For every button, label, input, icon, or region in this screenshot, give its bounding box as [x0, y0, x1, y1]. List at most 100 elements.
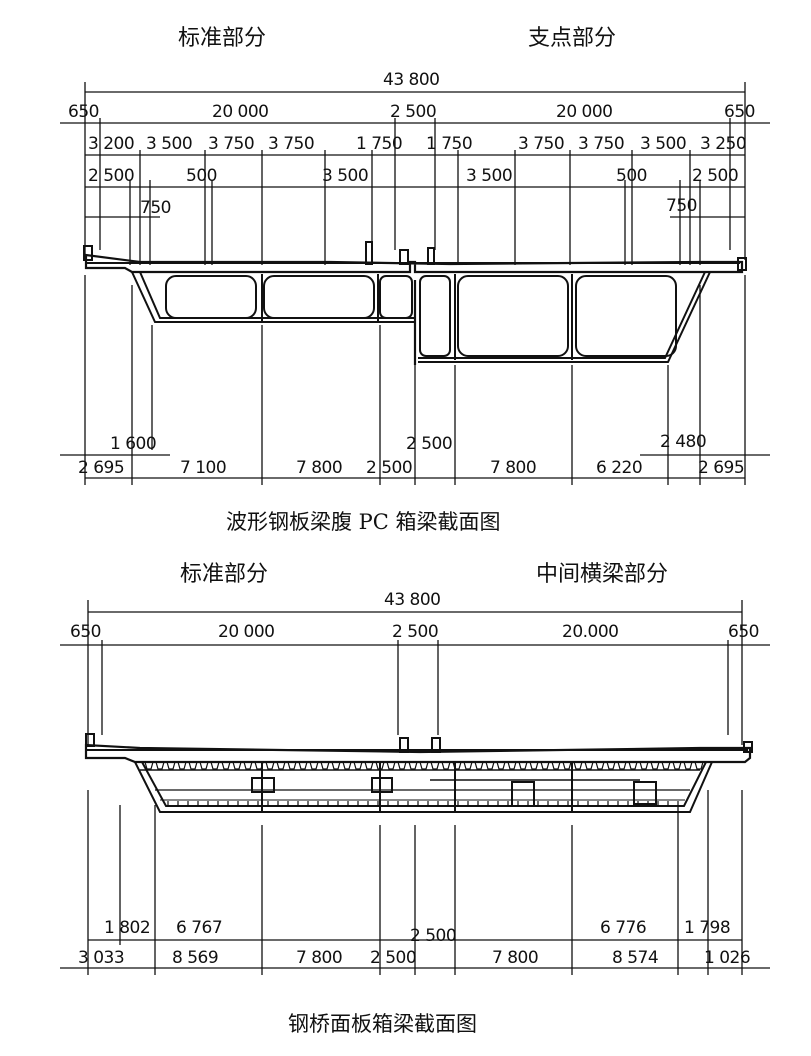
bottom-bottom-lower-dim: 2 500: [370, 948, 417, 968]
deck-rib: [199, 761, 209, 770]
deck-rib: [331, 761, 341, 770]
top-row2-dim: 3 250: [700, 134, 747, 154]
bottom-steel-box-girder-section: [84, 733, 753, 813]
deck-rib: [661, 761, 671, 770]
bottom-deck-rib-stiffeners: [144, 761, 704, 770]
top-row2-dim: 3 500: [146, 134, 193, 154]
top-bottom-upper-dim: 2 480: [660, 432, 707, 452]
top-row3-dim: 3 500: [466, 166, 513, 186]
deck-rib: [221, 761, 231, 770]
deck-rib: [276, 761, 286, 770]
top-bottom-upper-dim: 2 500: [406, 434, 453, 454]
deck-rib: [232, 761, 242, 770]
deck-rib: [166, 761, 176, 770]
top-bottom-lower-dim: 2 695: [78, 458, 125, 478]
top-row4-dim: 750: [666, 196, 697, 216]
deck-rib: [617, 761, 627, 770]
top-bottom-lower-dim: 7 800: [296, 458, 343, 478]
top-row3-dim: 2 500: [88, 166, 135, 186]
bottom-heading-standard-part: 标准部分: [180, 562, 269, 587]
deck-rib: [595, 761, 605, 770]
top-bottom-upper-dim: 1 600: [110, 434, 157, 454]
deck-rib: [375, 761, 385, 770]
bottom-bottom-lower-dim: 7 800: [296, 948, 343, 968]
top-row2-dim: 3 750: [208, 134, 255, 154]
top-row1-dim: 2 500: [390, 102, 437, 122]
bottom-heading-middle-crossbeam-part: 中间横梁部分: [536, 562, 669, 587]
deck-rib: [397, 761, 407, 770]
deck-rib: [463, 761, 473, 770]
deck-rib: [551, 761, 561, 770]
top-row3-dim: 2 500: [692, 166, 739, 186]
top-row1-dim: 20 000: [212, 102, 269, 122]
top-heading-standard-part: 标准部分: [178, 26, 267, 51]
bottom-bottom-upper-dim: 2 500: [410, 926, 457, 946]
deck-rib: [243, 761, 253, 770]
bottom-bottom-upper-dim: 1 798: [684, 918, 731, 938]
bottom-bottom-lower-dim: 1 026: [704, 948, 751, 968]
deck-rib: [408, 761, 418, 770]
top-figure-caption: 波形钢板梁腹 PC 箱梁截面图: [226, 510, 501, 534]
deck-rib: [496, 761, 506, 770]
deck-rib: [298, 761, 308, 770]
bottom-bottom-lower-dim: 8 569: [172, 948, 219, 968]
top-bottom-lower-dim: 6 220: [596, 458, 643, 478]
deck-rib: [430, 761, 440, 770]
top-box-girder-section: [83, 241, 747, 365]
deck-rib: [265, 761, 275, 770]
top-row1-dim: 20 000: [556, 102, 613, 122]
bottom-row1-dim: 20 000: [218, 622, 275, 642]
deck-rib: [474, 761, 484, 770]
top-row4-dim: 750: [140, 198, 171, 218]
deck-rib: [353, 761, 363, 770]
deck-rib: [584, 761, 594, 770]
top-dimension-lines: [60, 82, 770, 485]
bottom-flange-rib-stiffeners: [167, 801, 679, 806]
top-row2-dim: 3 750: [268, 134, 315, 154]
top-row1-dim: 650: [68, 102, 99, 122]
top-heading-support-part: 支点部分: [528, 26, 617, 51]
deck-rib: [518, 761, 528, 770]
bottom-row1-dim: 20.000: [562, 622, 619, 642]
bottom-bottom-upper-dim: 6 767: [176, 918, 223, 938]
bottom-total-width: 43 800: [384, 590, 441, 610]
deck-rib: [485, 761, 495, 770]
deck-rib: [309, 761, 319, 770]
top-row2-dim: 3 750: [578, 134, 625, 154]
deck-rib: [419, 761, 429, 770]
bottom-figure-caption: 钢桥面板箱梁截面图: [288, 1012, 477, 1036]
deck-rib: [562, 761, 572, 770]
bottom-row1-dim: 650: [728, 622, 759, 642]
top-row3-dim: 3 500: [322, 166, 369, 186]
deck-rib: [639, 761, 649, 770]
top-row2-dim: 1 750: [426, 134, 473, 154]
bottom-bottom-upper-dim: 1 802: [104, 918, 151, 938]
top-row2-dim: 3 500: [640, 134, 687, 154]
top-row1-dim: 650: [724, 102, 755, 122]
bottom-bottom-lower-dim: 7 800: [492, 948, 539, 968]
deck-rib: [540, 761, 550, 770]
deck-rib: [155, 761, 165, 770]
bottom-row1-dim: 650: [70, 622, 101, 642]
deck-rib: [364, 761, 374, 770]
deck-rib: [529, 761, 539, 770]
deck-rib: [573, 761, 583, 770]
bottom-dimension-lines: [60, 600, 770, 975]
deck-rib: [254, 761, 264, 770]
top-row2-dim: 3 200: [88, 134, 135, 154]
top-bottom-lower-dim: 7 800: [490, 458, 537, 478]
deck-rib: [287, 761, 297, 770]
bottom-row1-dim: 2 500: [392, 622, 439, 642]
deck-rib: [507, 761, 517, 770]
deck-rib: [386, 761, 396, 770]
deck-rib: [672, 761, 682, 770]
bottom-bottom-upper-dim: 6 776: [600, 918, 647, 938]
deck-rib: [650, 761, 660, 770]
deck-rib: [342, 761, 352, 770]
top-bottom-lower-dim: 2 695: [698, 458, 745, 478]
top-row3-dim: 500: [616, 166, 647, 186]
bottom-bottom-lower-dim: 8 574: [612, 948, 659, 968]
deck-rib: [452, 761, 462, 770]
deck-rib: [606, 761, 616, 770]
